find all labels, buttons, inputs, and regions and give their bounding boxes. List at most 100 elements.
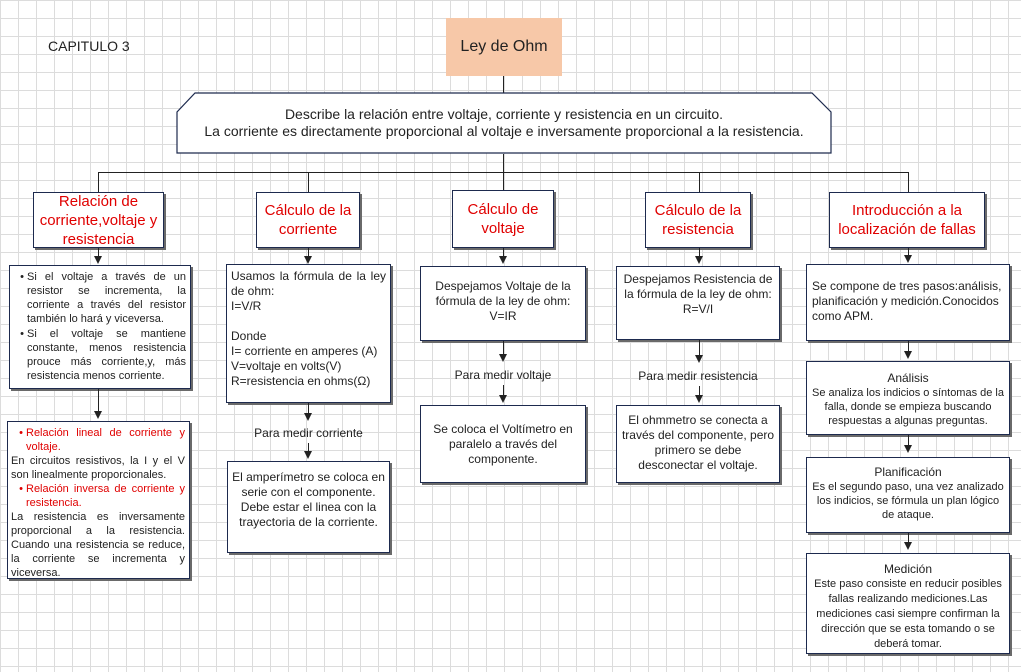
formula-line: V=voltaje en volts(V) <box>231 359 342 373</box>
step-medicion-box: Medición Este paso consiste en reducir p… <box>806 553 1010 654</box>
title-text: Ley de Ohm <box>460 38 548 55</box>
step-text: Se analiza los indicios o síntomas de la… <box>812 387 1004 427</box>
connector <box>699 172 700 192</box>
header-fallas-text: Introducción a la localización de fallas <box>838 202 976 238</box>
chapter-label: CAPITULO 3 <box>48 38 130 54</box>
sub-bullet-text: La resistencia es inversamente proporcio… <box>11 511 185 579</box>
description-text: Describe la relación entre voltaje, corr… <box>180 106 828 140</box>
resistencia-medicion-box: El ohmmetro se conecta a través del comp… <box>616 405 780 483</box>
arrow-down <box>904 445 912 453</box>
arrow-down <box>94 256 102 264</box>
arrow-down <box>304 413 312 421</box>
arrow-down <box>499 395 507 403</box>
arrow-down <box>695 395 703 403</box>
header-voltaje-text: Cálculo de voltaje <box>467 201 539 237</box>
connector <box>699 340 700 357</box>
medicion-line: Debe estar el linea con la trayectoria d… <box>239 500 378 529</box>
step-analisis-box: Análisis Se analiza los indicios o sínto… <box>806 361 1010 435</box>
header-relacion: Relación de corriente,voltaje y resisten… <box>33 192 164 248</box>
connector <box>308 403 309 415</box>
arrow-down <box>695 355 703 363</box>
arrow-down <box>304 256 312 264</box>
step-planificacion-box: Planificación Es el segundo paso, una ve… <box>806 457 1010 533</box>
label-medir-voltaje: Para medir voltaje <box>454 368 552 382</box>
connector <box>699 386 700 397</box>
connector <box>503 172 504 190</box>
sub-bullet-title: Relación inversa de corriente y resisten… <box>26 483 185 509</box>
sub-bullet-text: En circuitos resistivos, la I y el V son… <box>11 455 185 481</box>
arrow-down <box>499 354 507 362</box>
connector <box>308 443 309 453</box>
step-title: Análisis <box>887 371 929 385</box>
medicion-text: Se coloca el Voltímetro en paralelo a tr… <box>433 422 573 466</box>
bullet-item: •Si el voltaje se mantiene constante, me… <box>20 328 186 382</box>
arrow-down <box>904 351 912 359</box>
formula-eq: R=V/I <box>682 302 714 316</box>
title-box: Ley de Ohm <box>446 18 562 76</box>
arrow-down <box>94 411 102 419</box>
connector <box>308 248 309 258</box>
arrow-down <box>499 256 507 264</box>
connector <box>908 248 909 257</box>
arrow-down <box>904 255 912 263</box>
connector <box>98 389 99 413</box>
formula-text: Despejamos Resistencia de la fórmula de … <box>623 272 773 301</box>
sub-bullet-item: •Relación lineal de corriente y voltaje. <box>19 427 185 453</box>
step-title: Planificación <box>874 465 942 479</box>
header-voltaje: Cálculo de voltaje <box>452 190 554 248</box>
formula-text: Despejamos Voltaje de la fórmula de la l… <box>435 279 571 308</box>
connector <box>503 76 504 93</box>
header-fallas: Introducción a la localización de fallas <box>829 192 985 248</box>
header-corriente: Cálculo de la corriente <box>256 192 360 248</box>
connector <box>503 154 504 172</box>
connector <box>908 533 909 544</box>
fallas-intro-box: Se compone de tres pasos:análisis, plani… <box>806 264 1010 341</box>
header-resistencia: Cálculo de la resistencia <box>645 192 751 248</box>
bullet-item: •Si el voltaje a través de un resistor s… <box>20 271 186 325</box>
description-line-1: Describe la relación entre voltaje, corr… <box>284 106 724 122</box>
connector <box>98 248 99 259</box>
medicion-line: El amperímetro se coloca en serie con el… <box>232 470 385 499</box>
corriente-formula-box: Usamos la fórmula de la ley de ohm: I=V/… <box>226 264 391 403</box>
resistencia-formula-box: Despejamos Resistencia de la fórmula de … <box>616 266 780 340</box>
connector <box>98 172 99 192</box>
label-medir-corriente: Para medir corriente <box>254 426 363 440</box>
header-relacion-text: Relación de corriente,voltaje y resisten… <box>39 192 158 248</box>
connector <box>308 172 309 192</box>
relacion-details-box: •Relación lineal de corriente y voltaje.… <box>7 421 190 579</box>
formula-line: I= corriente en amperes (A) <box>231 344 378 358</box>
connector <box>503 385 504 397</box>
formula-line: Usamos la fórmula de la ley de ohm: <box>231 269 386 298</box>
connector <box>908 435 909 447</box>
label-medir-resistencia: Para medir resistencia <box>638 369 758 383</box>
description-line-2: La corriente es directamente proporciona… <box>204 123 804 139</box>
intro-text: Se compone de tres pasos:análisis, plani… <box>812 279 1002 323</box>
connector <box>908 341 909 353</box>
connector <box>699 248 700 258</box>
voltaje-formula-box: Despejamos Voltaje de la fórmula de la l… <box>420 266 586 341</box>
formula-line: Donde <box>231 329 267 343</box>
corriente-medicion-box: El amperímetro se coloca en serie con el… <box>227 461 390 553</box>
voltaje-medicion-box: Se coloca el Voltímetro en paralelo a tr… <box>420 405 586 483</box>
sub-bullet-item: •Relación inversa de corriente y resiste… <box>19 483 185 509</box>
step-title: Medición <box>883 562 933 576</box>
formula-line: R=resistencia en ohms(Ω) <box>231 374 371 388</box>
connector <box>908 172 909 192</box>
arrow-down <box>904 542 912 550</box>
connector <box>503 248 504 258</box>
formula-line: I=V/R <box>231 299 262 313</box>
formula-line <box>231 314 386 329</box>
step-text: Es el segundo paso, una vez analizado lo… <box>812 481 1004 521</box>
description-shape <box>176 92 832 154</box>
sub-bullet-title: Relación lineal de corriente y voltaje. <box>26 427 185 453</box>
step-text: Este paso consiste en reducir posibles f… <box>814 578 1002 650</box>
medicion-text: El ohmmetro se conecta a través del comp… <box>621 413 775 472</box>
bullet-text: Si el voltaje a través de un resistor se… <box>27 271 186 325</box>
relacion-bullets-box: •Si el voltaje a través de un resistor s… <box>9 265 191 389</box>
header-corriente-text: Cálculo de la corriente <box>264 202 352 238</box>
header-resistencia-text: Cálculo de la resistencia <box>654 202 742 238</box>
bullet-text: Si el voltaje se mantiene constante, men… <box>27 328 186 382</box>
arrow-down <box>695 256 703 264</box>
formula-eq: V=IR <box>489 309 517 323</box>
connector <box>503 341 504 356</box>
